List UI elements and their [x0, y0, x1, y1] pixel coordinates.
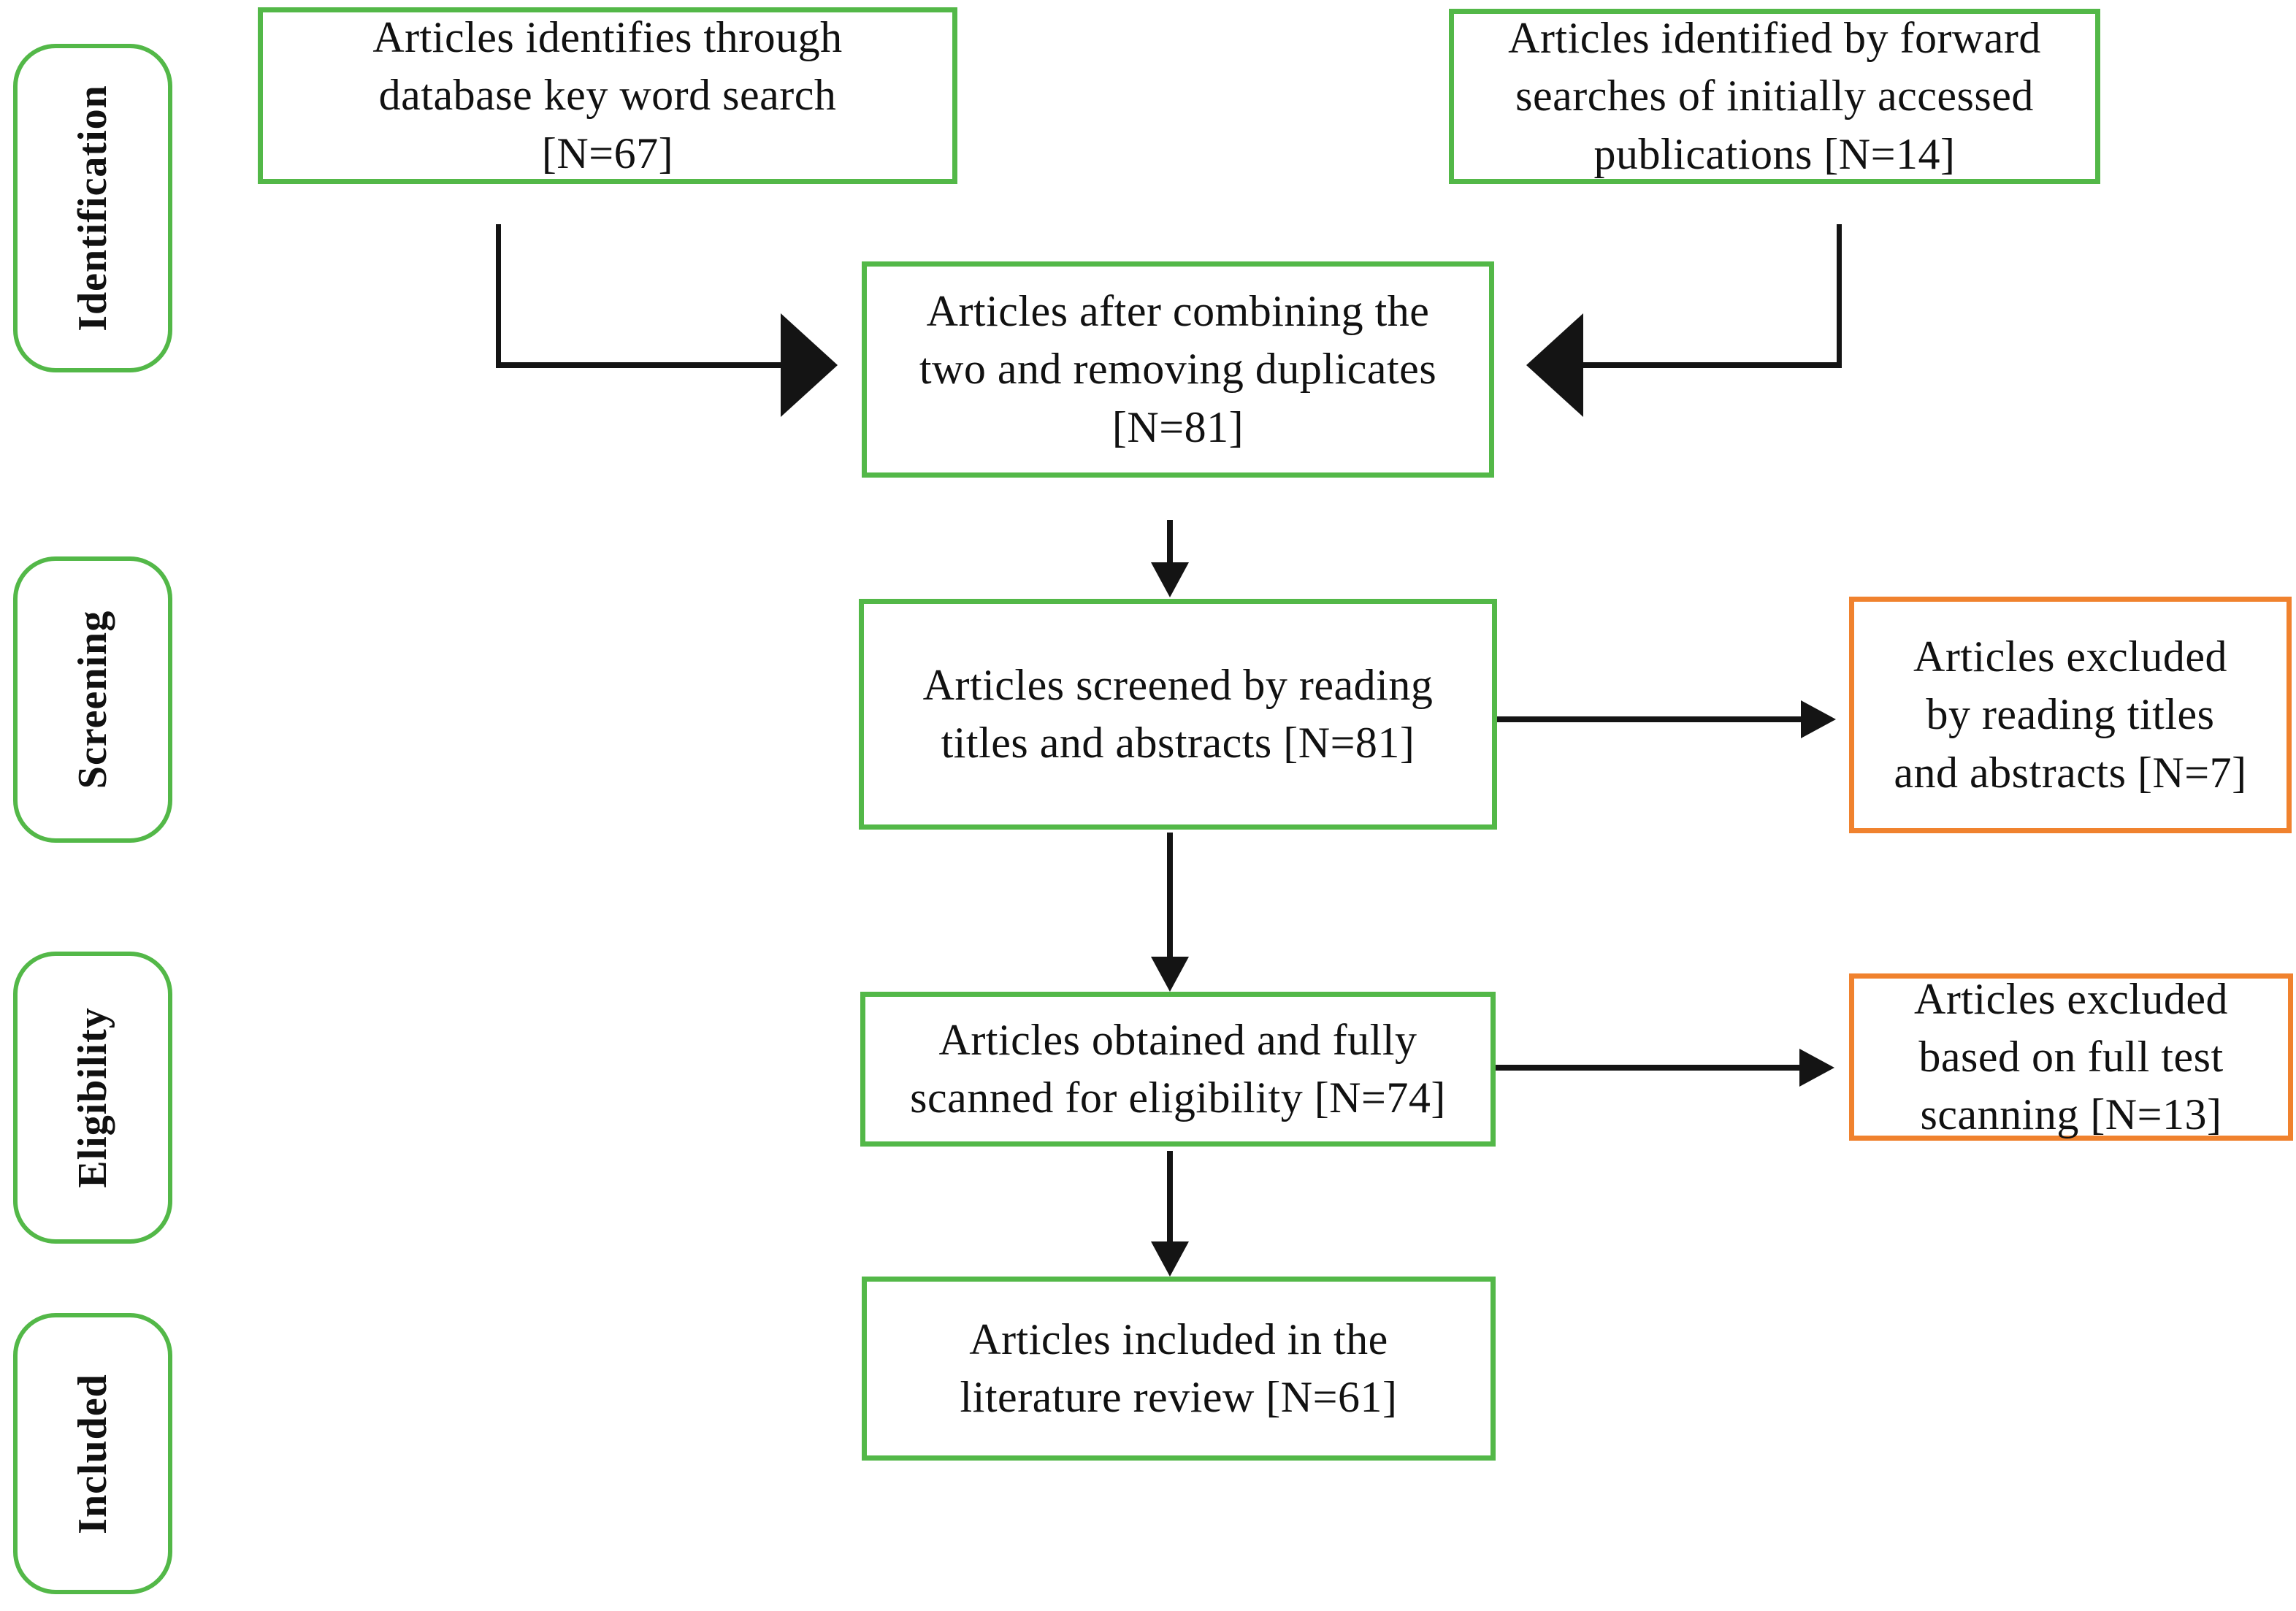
node-eligibility-scan: Articles obtained and fully scanned for … [860, 992, 1496, 1147]
node-text-line: publications [N=14] [1593, 129, 1956, 178]
node-text-line: scanning [N=13] [1920, 1090, 2222, 1139]
node-text-line: [N=81] [1111, 402, 1244, 451]
node-text-line: Articles identified by forward [1508, 14, 2041, 63]
node-text-line: titles and abstracts [N=81] [941, 719, 1415, 767]
stage-screening-label: Screening [70, 610, 115, 789]
node-text-line: searches of initially accessed [1515, 72, 2034, 120]
node-text-line: two and removing duplicates [919, 345, 1437, 394]
node-excluded-fulltext: Articles excluded based on full test sca… [1849, 973, 2293, 1141]
arrow-keyword-to-combined-horizontal-segment [496, 362, 781, 368]
stage-included: Included [13, 1313, 172, 1594]
node-text-line: Articles after combining the [926, 287, 1430, 336]
node-keyword-search: Articles identifies through database key… [258, 7, 957, 184]
node-text-line: Articles excluded [1913, 632, 2227, 681]
arrow-eligibility-to-included-segment [1167, 1151, 1173, 1243]
arrow-eligibility-to-included-head-icon [1151, 1241, 1189, 1277]
stage-eligibility: Eligibility [13, 952, 172, 1244]
arrow-combined-to-screened-head-icon [1151, 562, 1189, 597]
stage-identification-label: Identification [70, 85, 115, 332]
arrow-screened-to-eligibility-head-icon [1151, 957, 1189, 992]
arrow-screened-to-excluded-segment [1497, 716, 1802, 722]
stage-identification: Identification [13, 44, 172, 372]
stage-included-label: Included [70, 1373, 115, 1534]
arrow-keyword-to-combined-head-icon [781, 313, 838, 417]
node-forward-search: Articles identified by forward searches … [1449, 9, 2100, 184]
arrow-eligibility-to-excluded-head-icon [1799, 1049, 1834, 1087]
node-included-review: Articles included in the literature revi… [862, 1277, 1496, 1461]
arrow-forward-to-combined-horizontal-segment [1583, 362, 1842, 368]
node-text-line: based on full test [1918, 1032, 2224, 1081]
node-screened: Articles screened by reading titles and … [859, 599, 1497, 830]
node-text-line: database key word search [378, 71, 837, 120]
stage-eligibility-label: Eligibility [70, 1007, 115, 1188]
node-text-line: and abstracts [N=7] [1894, 748, 2247, 797]
node-text-line: Articles obtained and fully [938, 1015, 1417, 1064]
node-excluded-titles: Articles excluded by reading titles and … [1849, 597, 2292, 833]
arrow-screened-to-eligibility-segment [1167, 833, 1173, 958]
node-text-line: Articles identifies through [372, 13, 843, 62]
arrow-forward-to-combined-vertical-segment [1837, 224, 1842, 367]
node-text-line: Articles included in the [969, 1315, 1388, 1363]
arrow-keyword-to-combined-vertical-segment [496, 224, 501, 367]
node-text-line: Articles excluded [1914, 974, 2228, 1023]
node-text-line: by reading titles [1926, 690, 2215, 739]
stage-screening: Screening [13, 556, 172, 843]
node-text-line: scanned for eligibility [N=74] [910, 1074, 1446, 1122]
arrow-screened-to-excluded-head-icon [1801, 700, 1836, 738]
node-combined: Articles after combining the two and rem… [862, 261, 1494, 478]
node-text-line: literature review [N=61] [960, 1373, 1398, 1421]
node-text-line: [N=67] [541, 129, 674, 177]
arrow-forward-to-combined-head-icon [1526, 313, 1583, 417]
node-text-line: Articles screened by reading [922, 660, 1434, 709]
arrow-eligibility-to-excluded-segment [1496, 1065, 1801, 1071]
arrow-combined-to-screened-segment [1167, 520, 1173, 565]
